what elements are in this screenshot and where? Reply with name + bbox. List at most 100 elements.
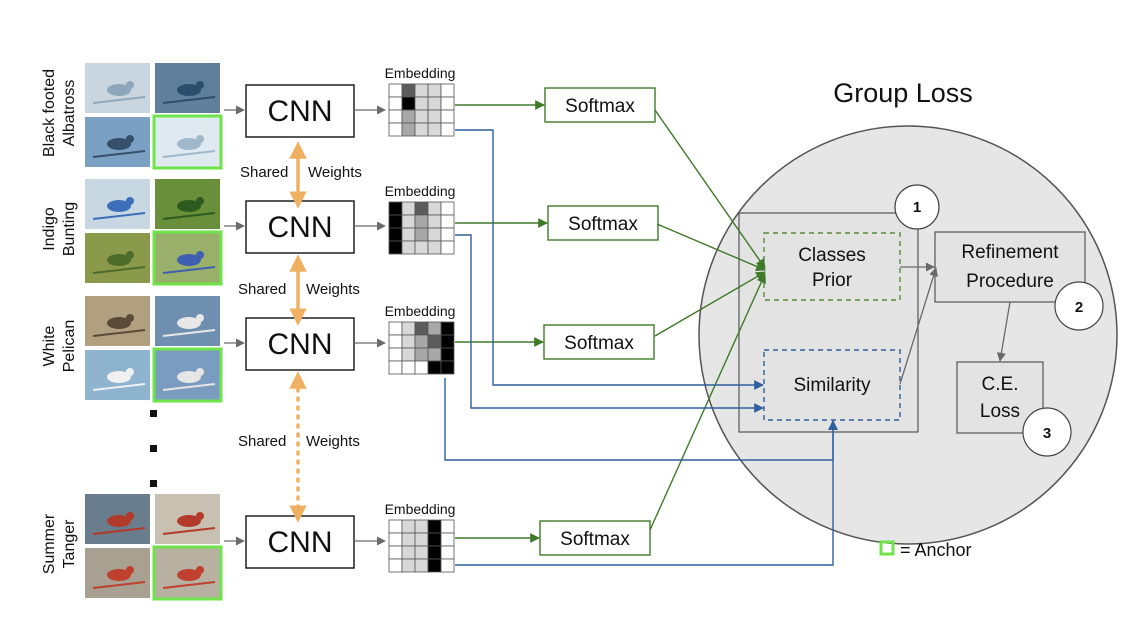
embedding-cell: [427, 201, 442, 216]
embedding-cell: [388, 519, 403, 534]
bird-head: [126, 314, 134, 322]
bird-shape: [107, 84, 131, 96]
arrow-softmax1-to-prior: [654, 109, 766, 269]
anchor-highlight: [152, 347, 223, 403]
embedding-cell: [414, 227, 429, 242]
bird-head: [126, 197, 134, 205]
bird-head: [196, 512, 204, 520]
branch: [162, 96, 216, 104]
softmax-label: Softmax: [565, 96, 635, 117]
cnn-label: CNN: [268, 328, 333, 361]
cnn-box: [245, 84, 355, 138]
refinement-line1: Refinement: [961, 242, 1059, 263]
arrow-softmax3-to-prior: [654, 271, 766, 337]
bird-head: [196, 251, 204, 259]
refinement-line2: Procedure: [966, 271, 1054, 292]
bird-shape: [177, 317, 201, 329]
branch: [92, 527, 146, 535]
step-3-circle: [1022, 407, 1072, 457]
embedding-cell: [440, 96, 455, 111]
anchor-highlight: [152, 114, 223, 170]
step-1-number: 1: [913, 199, 921, 216]
embedding-cell: [414, 83, 429, 98]
step-2-circle: [1054, 281, 1104, 331]
bird-shape: [107, 200, 131, 212]
embedding-cell: [388, 96, 403, 111]
embedding-cell: [388, 122, 403, 137]
bird-shape: [177, 515, 201, 527]
step-3-number: 3: [1043, 425, 1051, 442]
embedding-cell: [401, 360, 416, 375]
bird-shape: [107, 371, 131, 383]
embedding-cell: [401, 201, 416, 216]
step-2-number: 2: [1075, 299, 1083, 316]
arrow-emb2-to-similarity: [455, 234, 764, 413]
bird-head: [126, 512, 134, 520]
embedding-cell: [440, 83, 455, 98]
embedding-cell: [414, 214, 429, 229]
bird-shape: [177, 200, 201, 212]
group-loss-title: Group Loss: [833, 78, 973, 108]
bird-shape: [177, 254, 201, 266]
bird-head: [126, 81, 134, 89]
embedding-cell: [440, 321, 455, 336]
bird-shape: [107, 515, 131, 527]
bird-head: [196, 135, 204, 143]
branch: [162, 581, 216, 589]
embedding-cell: [388, 532, 403, 547]
embedding-cell: [427, 109, 442, 124]
anchor-highlight: [152, 545, 223, 601]
embedding-cell: [440, 240, 455, 255]
similarity-box: [763, 349, 901, 421]
anchor-highlight: [152, 230, 223, 286]
ellipsis-dot: [150, 410, 157, 417]
bird-shape: [177, 371, 201, 383]
embedding-cell: [440, 122, 455, 137]
embedding-cell: [414, 545, 429, 560]
embedding-cell: [427, 240, 442, 255]
bird-shape: [107, 569, 131, 581]
embedding-label: Embedding: [385, 501, 456, 517]
embedding-cell: [427, 519, 442, 534]
embedding-cell: [401, 519, 416, 534]
embedding-cell: [401, 532, 416, 547]
softmax-label: Softmax: [564, 333, 634, 354]
arrow-emb4-to-similarity: [455, 420, 838, 566]
branch: [162, 329, 216, 337]
embedding-cell: [414, 558, 429, 573]
branch: [92, 329, 146, 337]
similarity-label: Similarity: [793, 375, 871, 396]
shared-label-1: Shared: [240, 164, 288, 181]
branch: [92, 212, 146, 220]
class-label-line1: White: [41, 325, 58, 366]
class-label-line2: Pelican: [61, 320, 78, 372]
embedding-cell: [427, 96, 442, 111]
bird-head: [196, 81, 204, 89]
branch: [162, 266, 216, 274]
cnn-label: CNN: [268, 95, 333, 128]
embedding-cell: [401, 109, 416, 124]
embedding-cell: [414, 321, 429, 336]
bird-head: [196, 566, 204, 574]
embedding-cell: [414, 109, 429, 124]
embedding-cell: [414, 96, 429, 111]
embedding-label: Embedding: [385, 183, 456, 199]
ellipsis-dot: [150, 480, 157, 487]
bird-head: [126, 135, 134, 143]
branch: [92, 266, 146, 274]
embedding-cell: [388, 109, 403, 124]
softmax-box: [539, 520, 651, 556]
embedding-cell: [414, 240, 429, 255]
bird-head: [196, 314, 204, 322]
bird-head: [126, 251, 134, 259]
embedding-cell: [401, 545, 416, 560]
embedding-cell: [388, 214, 403, 229]
embedding-cell: [388, 240, 403, 255]
arrow-softmax4-to-prior: [649, 273, 766, 531]
softmax-box: [547, 205, 659, 241]
softmax-label: Softmax: [568, 214, 638, 235]
